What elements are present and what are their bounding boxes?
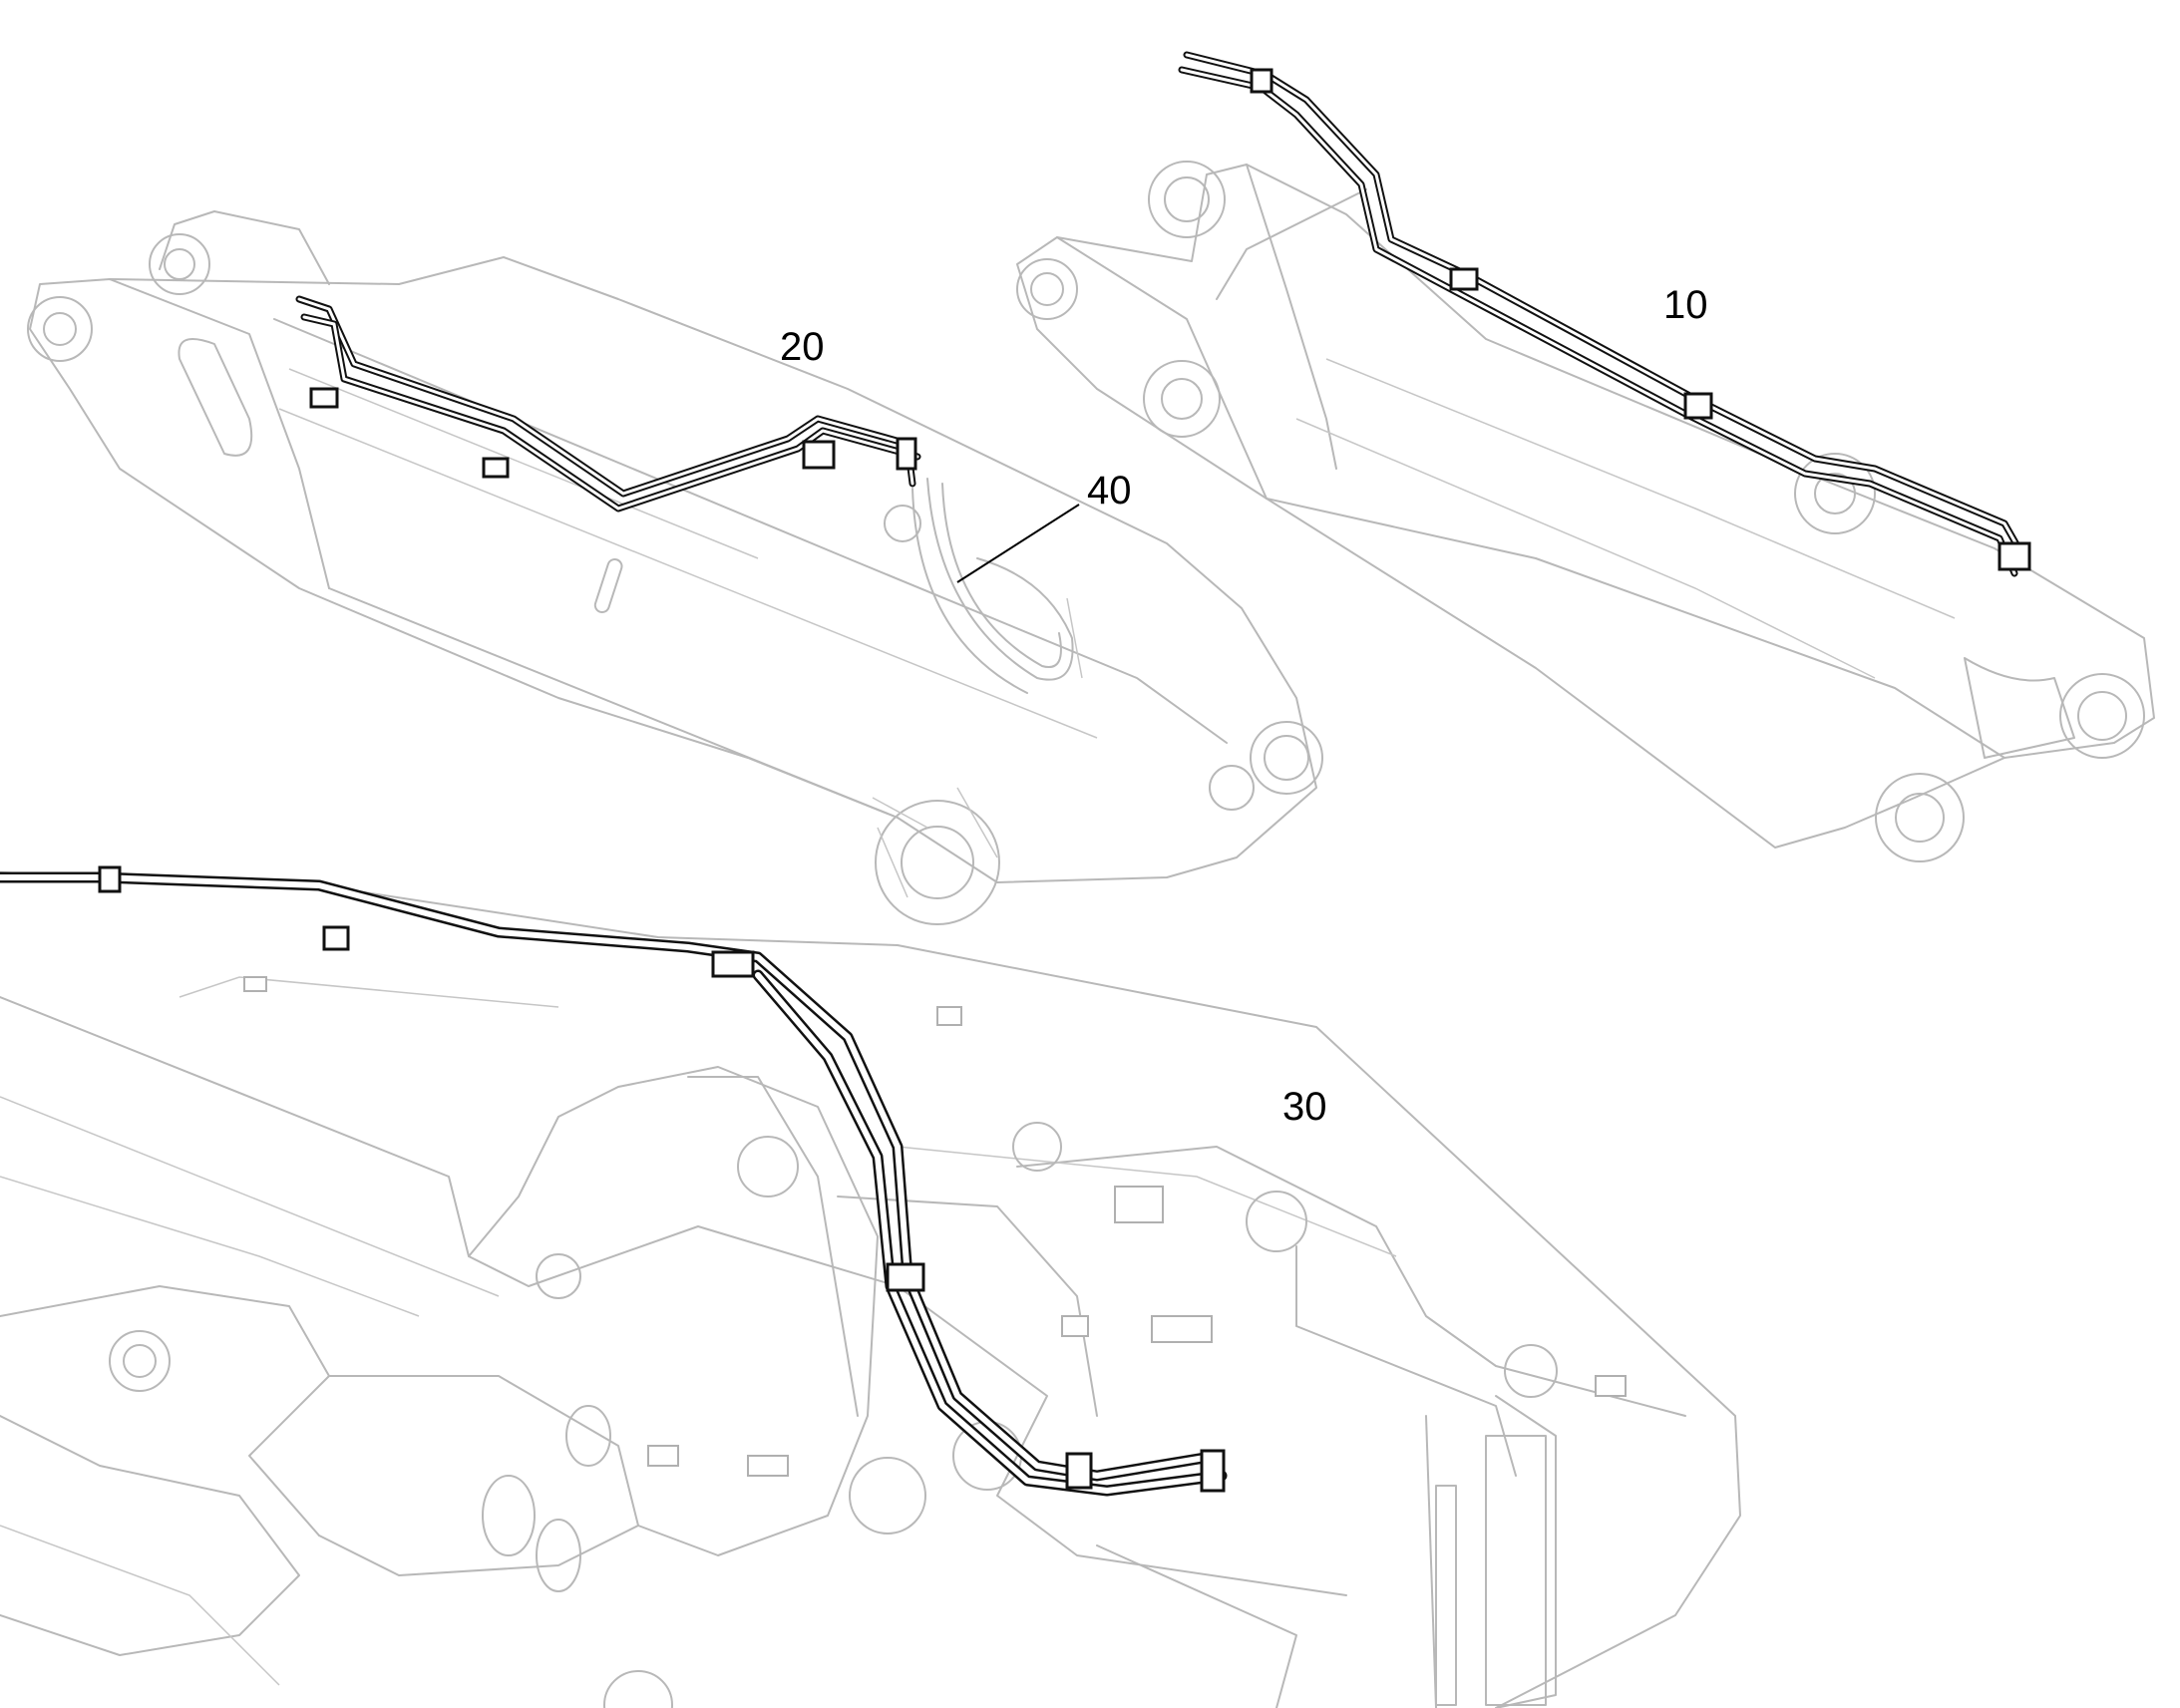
callout-40-leader: [956, 504, 1080, 583]
callout-20: 20: [780, 325, 825, 369]
upper-frame-30: [0, 865, 1741, 1708]
callout-40: 40: [1087, 469, 1132, 512]
callout-30: 30: [1282, 1085, 1327, 1129]
callout-10: 10: [1663, 283, 1708, 327]
boom-arm-20: [27, 210, 1323, 925]
boom-arm-10: [1016, 51, 2155, 862]
